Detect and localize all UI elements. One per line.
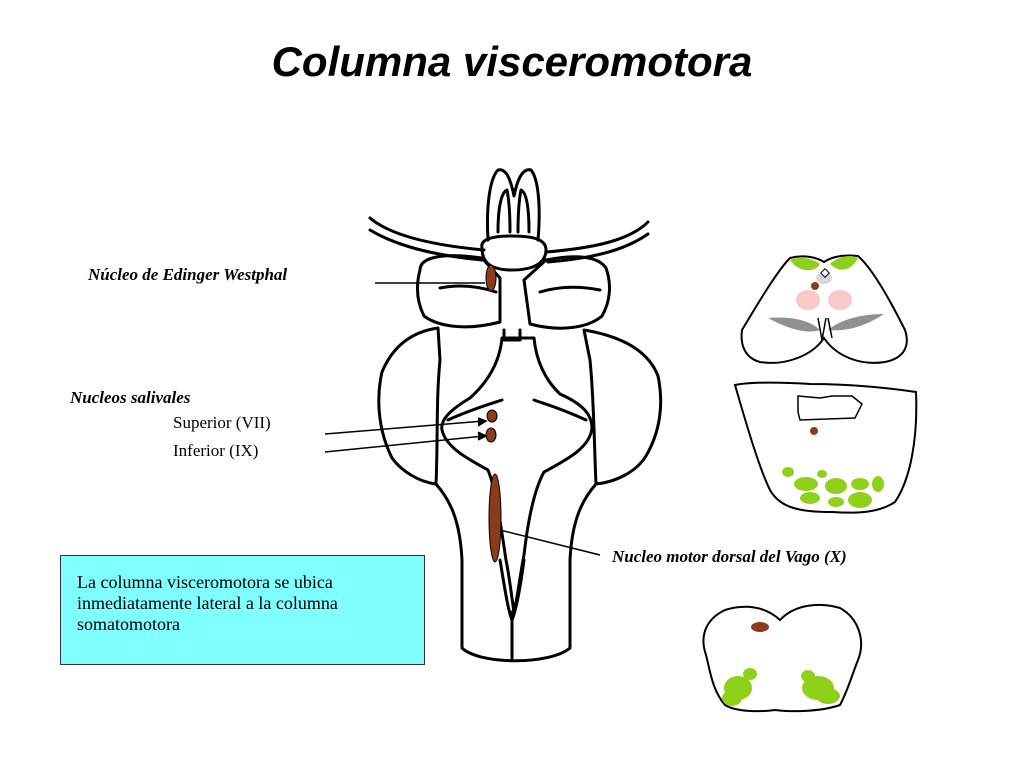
page-title: Columna visceromotora xyxy=(271,38,753,85)
optic-tract-left xyxy=(368,216,486,252)
inferior-salivary-nucleus xyxy=(485,427,497,443)
section-medulla xyxy=(702,603,863,713)
label-edinger-westphal: Núcleo de Edinger Westphal xyxy=(88,265,288,284)
section-pons xyxy=(733,381,918,514)
note-line: La columna visceromotora se ubica xyxy=(77,572,333,592)
medulla xyxy=(434,482,598,663)
pointer-lines xyxy=(324,282,601,556)
note-line: somatomotora xyxy=(77,614,180,634)
note-line: inmediatamente lateral a la columna xyxy=(77,593,338,613)
optic-tract-right xyxy=(544,220,650,254)
dorsal-vagal-nucleus xyxy=(488,473,502,563)
superior-salivary-nucleus xyxy=(486,409,498,423)
section-midbrain xyxy=(740,254,908,364)
pons-right xyxy=(582,328,663,486)
label-vago: Nucleo motor dorsal del Vago (X) xyxy=(612,547,847,566)
midbrain-left xyxy=(415,254,502,329)
infundibulum xyxy=(486,168,541,242)
label-inferior: Inferior (IX) xyxy=(173,441,259,460)
note-box: La columna visceromotora se ubica inmedi… xyxy=(60,555,425,665)
label-superior: Superior (VII) xyxy=(173,413,271,432)
edinger-westphal-nucleus xyxy=(485,264,497,292)
label-nucleos-salivales: Nucleos salivales xyxy=(70,388,191,407)
pons-left xyxy=(377,326,442,486)
midbrain-right xyxy=(522,255,611,330)
